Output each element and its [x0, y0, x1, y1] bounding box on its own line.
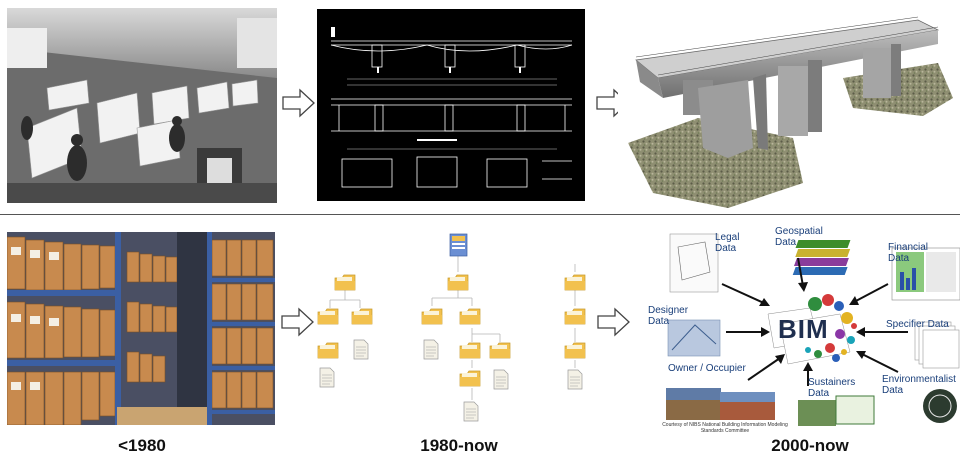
- environmentalist-data-label: Environmentalist Data: [882, 374, 956, 396]
- bim-diagram: BIM Legal Data Geospatial Data Financial…: [640, 222, 960, 437]
- file-folder-tree: [310, 228, 600, 428]
- drafting-room-photo: [7, 8, 277, 203]
- section-divider: [0, 214, 960, 215]
- legal-data-label: Legal Data: [715, 232, 739, 254]
- archive-shelves-photo: [7, 232, 275, 425]
- right-arrow-icon: [282, 88, 316, 118]
- database-icon: [450, 234, 467, 256]
- document-icon: [320, 340, 582, 421]
- sustainers-data-label: Sustainers Data: [808, 377, 855, 399]
- cad-drawing: [317, 9, 585, 201]
- right-arrow-icon: [597, 307, 631, 337]
- bim-center-label: BIM: [778, 316, 829, 342]
- specifier-data-label: Specifier Data: [886, 319, 949, 330]
- era-caption-2000-now: 2000-now: [730, 436, 890, 456]
- designer-data-label: Designer Data: [648, 305, 688, 327]
- geospatial-data-label: Geospatial Data: [775, 226, 823, 248]
- era-caption-1980-now: 1980-now: [379, 436, 539, 456]
- era-caption-pre1980: <1980: [62, 436, 222, 456]
- bim-credit: Courtesy of NIBS National Building Infor…: [660, 422, 790, 434]
- bridge-3d-model: [618, 8, 960, 210]
- owner-occupier-label: Owner / Occupier: [668, 363, 746, 374]
- folder-icon: [318, 275, 585, 386]
- financial-data-label: Financial Data: [888, 242, 928, 264]
